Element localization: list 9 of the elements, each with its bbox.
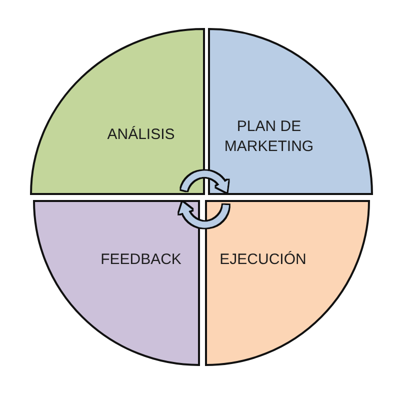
pie-segment — [205, 200, 370, 366]
segment-label: EJECUCIÓN — [220, 250, 306, 270]
segment-label: ANÁLISIS — [107, 125, 175, 145]
segment-label: PLAN DE MARKETING — [223, 117, 315, 157]
pie-segment — [30, 28, 205, 195]
curved-arrow — [179, 202, 229, 228]
pie-segment — [33, 200, 200, 366]
pie-segment — [208, 28, 373, 195]
segment-label: FEEDBACK — [100, 250, 182, 270]
